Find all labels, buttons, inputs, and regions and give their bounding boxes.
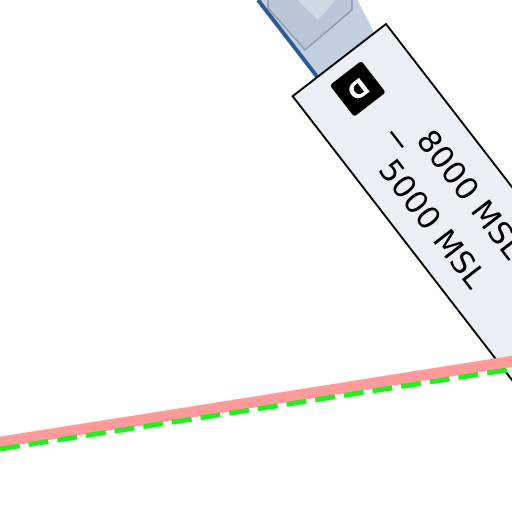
airspace-corner-shade: [267, 0, 353, 52]
airspace-label[interactable]: D 8000 MSL 5000 MSL: [291, 22, 512, 383]
route-dashes: [0, 366, 512, 452]
airspace-corner-inner: [297, 0, 336, 20]
altitude-divider: [389, 130, 404, 149]
airspace-class-badge: [330, 61, 385, 116]
airspace-label-box: [291, 22, 512, 383]
route-halo: [0, 355, 512, 448]
route-line[interactable]: [0, 355, 512, 452]
